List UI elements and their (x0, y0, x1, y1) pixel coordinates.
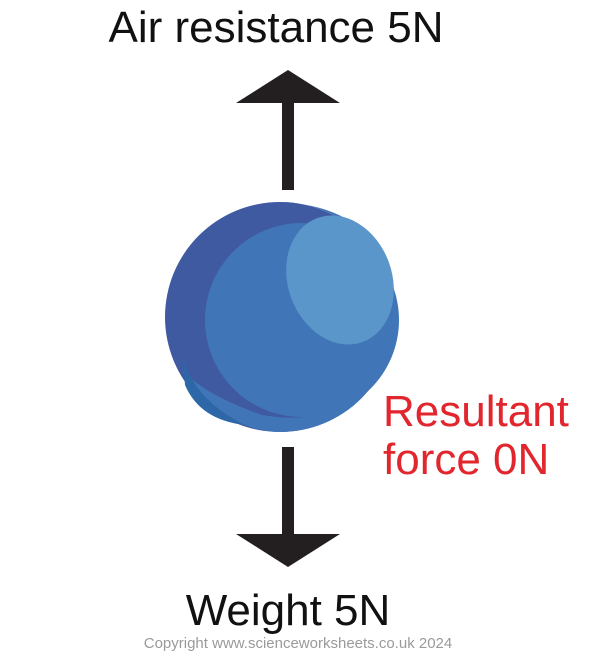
sphere-icon (165, 202, 399, 432)
resultant-line-2: force 0N (383, 435, 550, 485)
weight-label: Weight 5N (185, 586, 391, 635)
arrow-up-icon (236, 70, 340, 190)
resultant-force-label: Resultant force 0N (383, 387, 569, 485)
arrow-down-icon (236, 447, 340, 567)
air-resistance-label: Air resistance 5N (108, 3, 444, 52)
copyright-text: Copyright www.scienceworksheets.co.uk 20… (143, 635, 453, 652)
resultant-line-1: Resultant (383, 387, 569, 436)
